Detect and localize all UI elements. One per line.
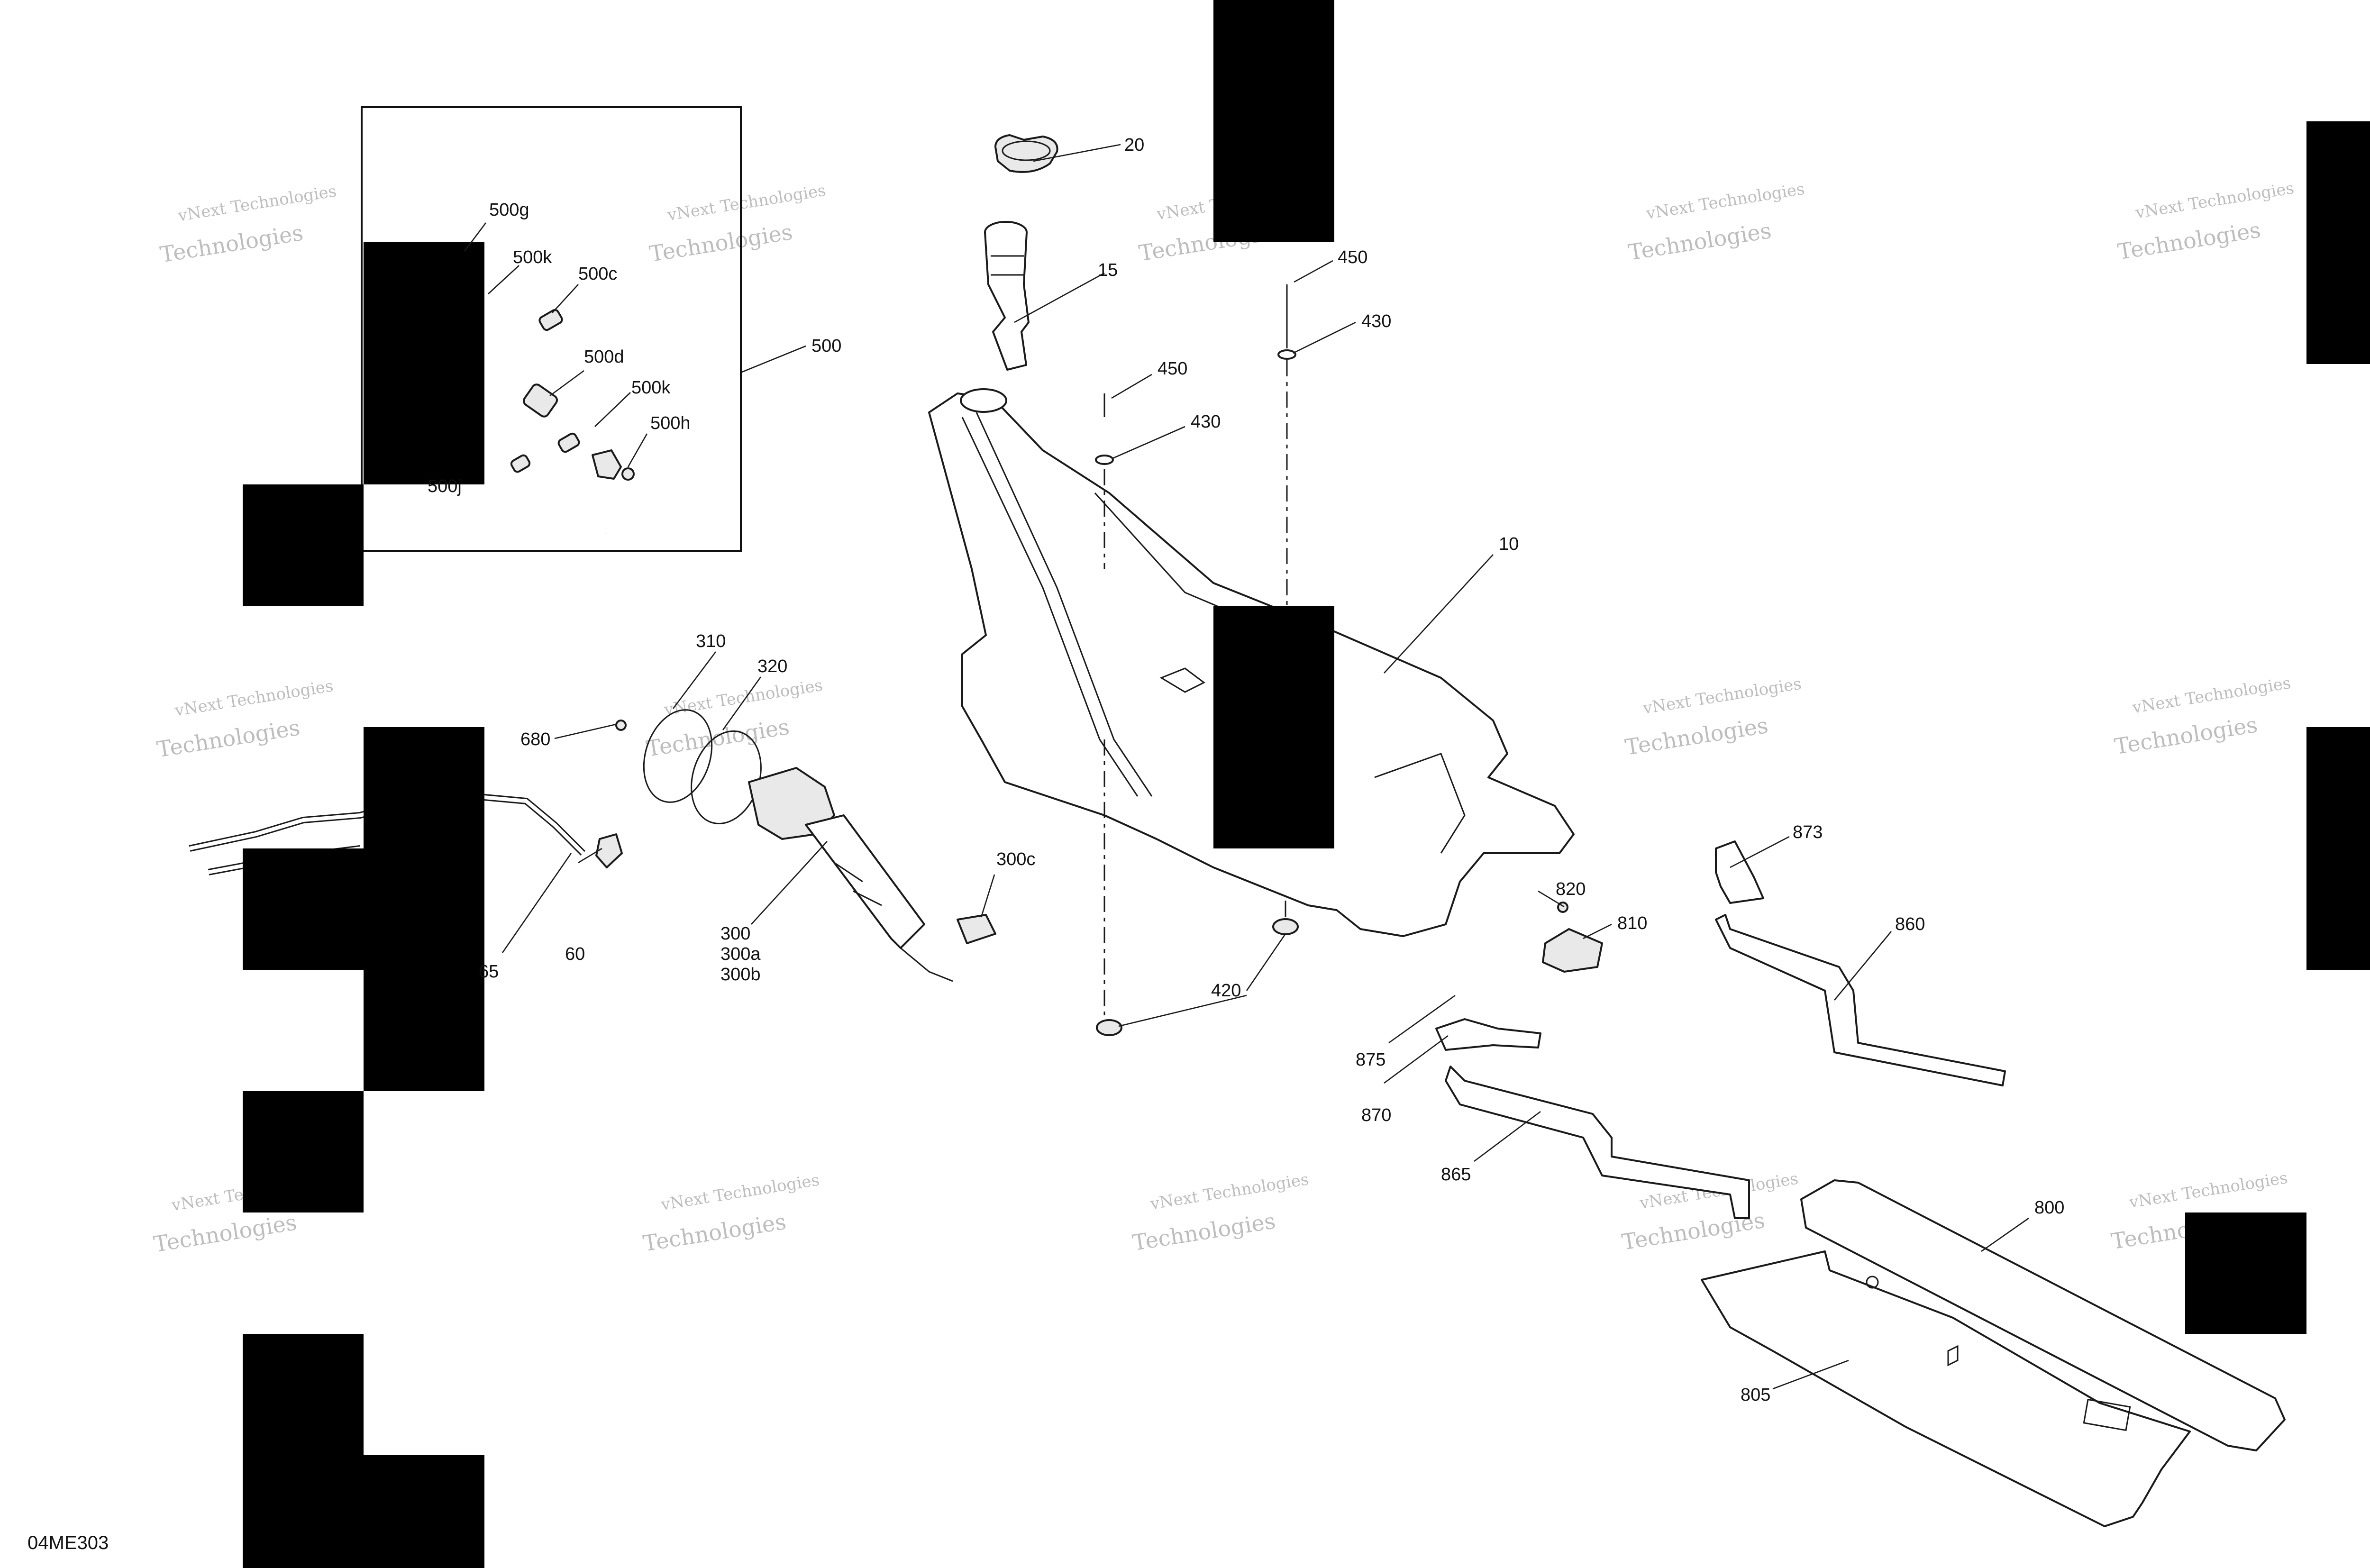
svg-text:vNext Technologies: vNext Technologies — [1149, 1170, 1310, 1213]
callout-labels: 20 15 10 450 430 450 430 420 500 500g 50… — [428, 135, 2064, 1405]
callout-300: 300 — [720, 924, 750, 944]
svg-text:vNext Technologies: vNext Technologies — [665, 181, 827, 225]
svg-text:vNext Technologies: vNext Technologies — [659, 1171, 821, 1214]
callout-300a: 300a — [720, 944, 761, 964]
callout-500: 500 — [811, 336, 841, 356]
svg-text:Technologies: Technologies — [158, 219, 305, 267]
callout-805: 805 — [1741, 1385, 1770, 1405]
callout-875: 875 — [1356, 1050, 1386, 1070]
callout-500k-top: 500k — [513, 247, 552, 267]
callout-60: 60 — [565, 944, 585, 964]
svg-text:vNext Technologies: vNext Technologies — [1641, 675, 1803, 718]
watermark: vNext Technologies Technologies — [1623, 675, 1803, 760]
brackets-straps — [1435, 840, 2006, 1219]
svg-text:vNext Technologies: vNext Technologies — [173, 676, 335, 720]
centerlines — [1103, 360, 1288, 1019]
svg-text:Technologies: Technologies — [2116, 217, 2262, 264]
diagram-code: 04ME303 — [27, 1532, 109, 1553]
watermark: vNext Technologies Technologies — [2113, 674, 2292, 759]
fuel-pump — [643, 709, 996, 982]
svg-text:vNext Technologies: vNext Technologies — [2134, 179, 2296, 222]
callout-800: 800 — [2034, 1198, 2064, 1218]
callout-500d: 500d — [584, 347, 624, 367]
svg-text:vNext Technologies: vNext Technologies — [176, 182, 338, 225]
svg-text:Technologies: Technologies — [1623, 712, 1770, 760]
watermark: vNext Technologies Technologies — [1130, 1170, 1310, 1256]
callout-450-left: 450 — [1158, 359, 1187, 379]
callout-300c: 300c — [996, 849, 1035, 869]
svg-text:Technologies: Technologies — [152, 1209, 298, 1257]
callout-20: 20 — [1124, 135, 1144, 155]
fuel-cap — [994, 134, 1058, 173]
callout-500k-bottom: 500k — [631, 378, 671, 398]
callout-865: 865 — [1441, 1165, 1471, 1185]
floor-panels — [1701, 1179, 2286, 1527]
callout-420: 420 — [1211, 981, 1241, 1001]
svg-text:Technologies: Technologies — [1626, 218, 1773, 265]
svg-text:Technologies: Technologies — [1130, 1208, 1277, 1256]
watermark: vNext Technologies Technologies — [648, 181, 828, 267]
callout-680: 680 — [520, 729, 550, 749]
callout-430-right: 430 — [1361, 311, 1391, 331]
callout-500c: 500c — [578, 264, 617, 284]
callout-320: 320 — [757, 656, 787, 676]
callout-500g: 500g — [489, 200, 529, 220]
callout-10: 10 — [1499, 534, 1519, 554]
callout-820: 820 — [1556, 879, 1586, 899]
callout-810: 810 — [1617, 913, 1647, 933]
svg-text:vNext Technologies: vNext Technologies — [2131, 674, 2292, 717]
svg-text:Technologies: Technologies — [641, 1209, 788, 1257]
watermark: vNext Technologies Technologies — [1626, 180, 1806, 265]
callout-860: 860 — [1895, 914, 1925, 934]
callout-870: 870 — [1361, 1105, 1391, 1125]
callout-15: 15 — [1098, 260, 1118, 280]
callout-300b: 300b — [720, 965, 761, 985]
watermark: vNext Technologies Technologies — [641, 1171, 821, 1257]
callout-430-left: 430 — [1191, 412, 1221, 432]
watermark: vNext Technologies Technologies — [645, 676, 824, 762]
filler-neck — [984, 221, 1030, 371]
redaction-blocks — [243, 0, 2370, 1568]
leader-lines — [464, 144, 2029, 1390]
svg-text:Technologies: Technologies — [155, 714, 301, 762]
watermark: vNext Technologies Technologies — [158, 182, 338, 267]
callout-500h: 500h — [650, 413, 691, 433]
watermark: vNext Technologies Technologies — [2116, 179, 2296, 264]
svg-text:vNext Technologies: vNext Technologies — [663, 676, 824, 720]
svg-text:vNext Technologies: vNext Technologies — [2127, 1168, 2289, 1212]
svg-text:Technologies: Technologies — [645, 714, 791, 762]
callout-310: 310 — [696, 631, 726, 651]
watermark: vNext Technologies Technologies — [155, 676, 335, 762]
svg-text:Technologies: Technologies — [2113, 711, 2259, 759]
callout-500j: 500j — [428, 476, 462, 496]
inset-box-500 — [361, 106, 742, 552]
callout-450-right: 450 — [1338, 247, 1367, 267]
svg-text:Technologies: Technologies — [648, 219, 794, 267]
svg-text:vNext Technologies: vNext Technologies — [1644, 180, 1806, 223]
callout-873: 873 — [1793, 822, 1823, 842]
callout-65: 65 — [479, 962, 499, 982]
